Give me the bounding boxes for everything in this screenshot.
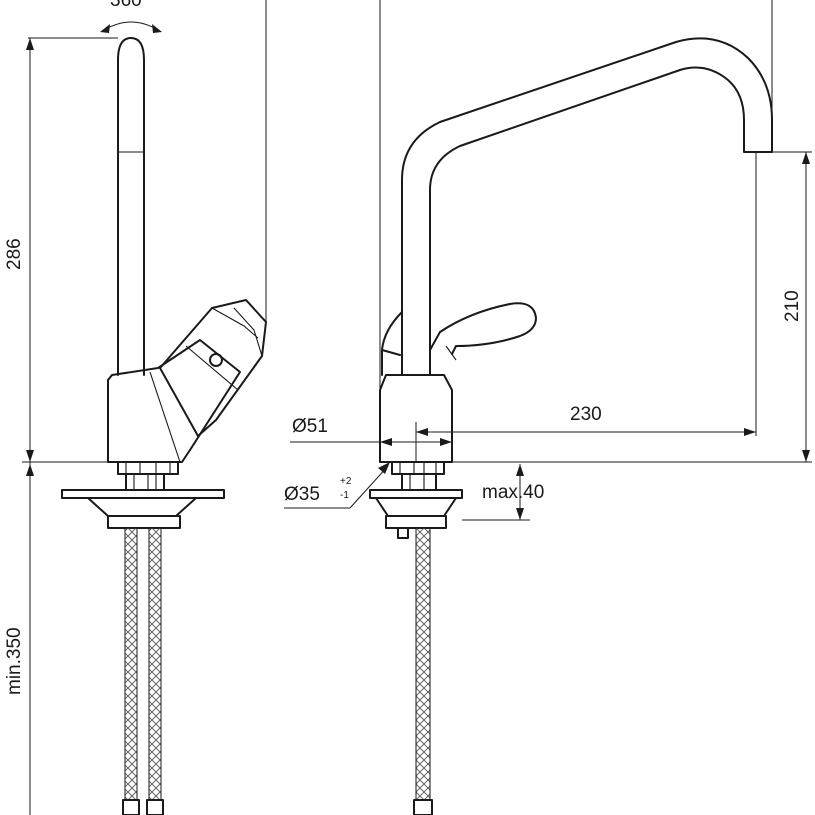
side-lever-screw [209, 353, 223, 367]
hole-tolerance-minus: -1 [340, 490, 349, 501]
side-counter-plate [61, 489, 225, 499]
base-diameter-dimension: Ø51 [290, 416, 452, 446]
front-lever [429, 302, 537, 355]
base-diameter-label: Ø51 [292, 416, 328, 437]
side-view [61, 37, 267, 815]
hole-tolerance-plus: +2 [340, 476, 352, 487]
rotation-label: 360° [110, 0, 149, 11]
height-label: 286 [4, 238, 25, 270]
side-nut [87, 497, 197, 517]
front-nut [375, 497, 457, 517]
front-view [369, 37, 773, 815]
side-spout [117, 37, 145, 376]
front-hose [416, 528, 430, 800]
rotation-indicator: 360° [100, 0, 162, 33]
side-hose-right [149, 528, 161, 800]
hose-dimension: min.350 [4, 462, 34, 815]
thickness-dimension: max.40 [462, 464, 544, 521]
reach-label: 230 [570, 404, 602, 425]
side-body [107, 339, 241, 463]
side-hose-left [125, 528, 137, 800]
hole-diameter-dimension: Ø35 +2 -1 [284, 462, 390, 509]
side-lever [159, 299, 267, 437]
front-counter-plate [369, 489, 463, 499]
hose-length-label: min.350 [4, 627, 25, 695]
reach-dimension: 230 [415, 404, 756, 462]
spout-height-label: 210 [782, 290, 803, 322]
spout-height-dimension: 210 [782, 152, 810, 462]
thickness-label: max.40 [482, 482, 544, 503]
side-shank [117, 461, 179, 475]
front-spout [401, 37, 773, 376]
hole-diameter-label: Ø35 [284, 484, 320, 505]
height-dimension: 286 [4, 37, 118, 463]
